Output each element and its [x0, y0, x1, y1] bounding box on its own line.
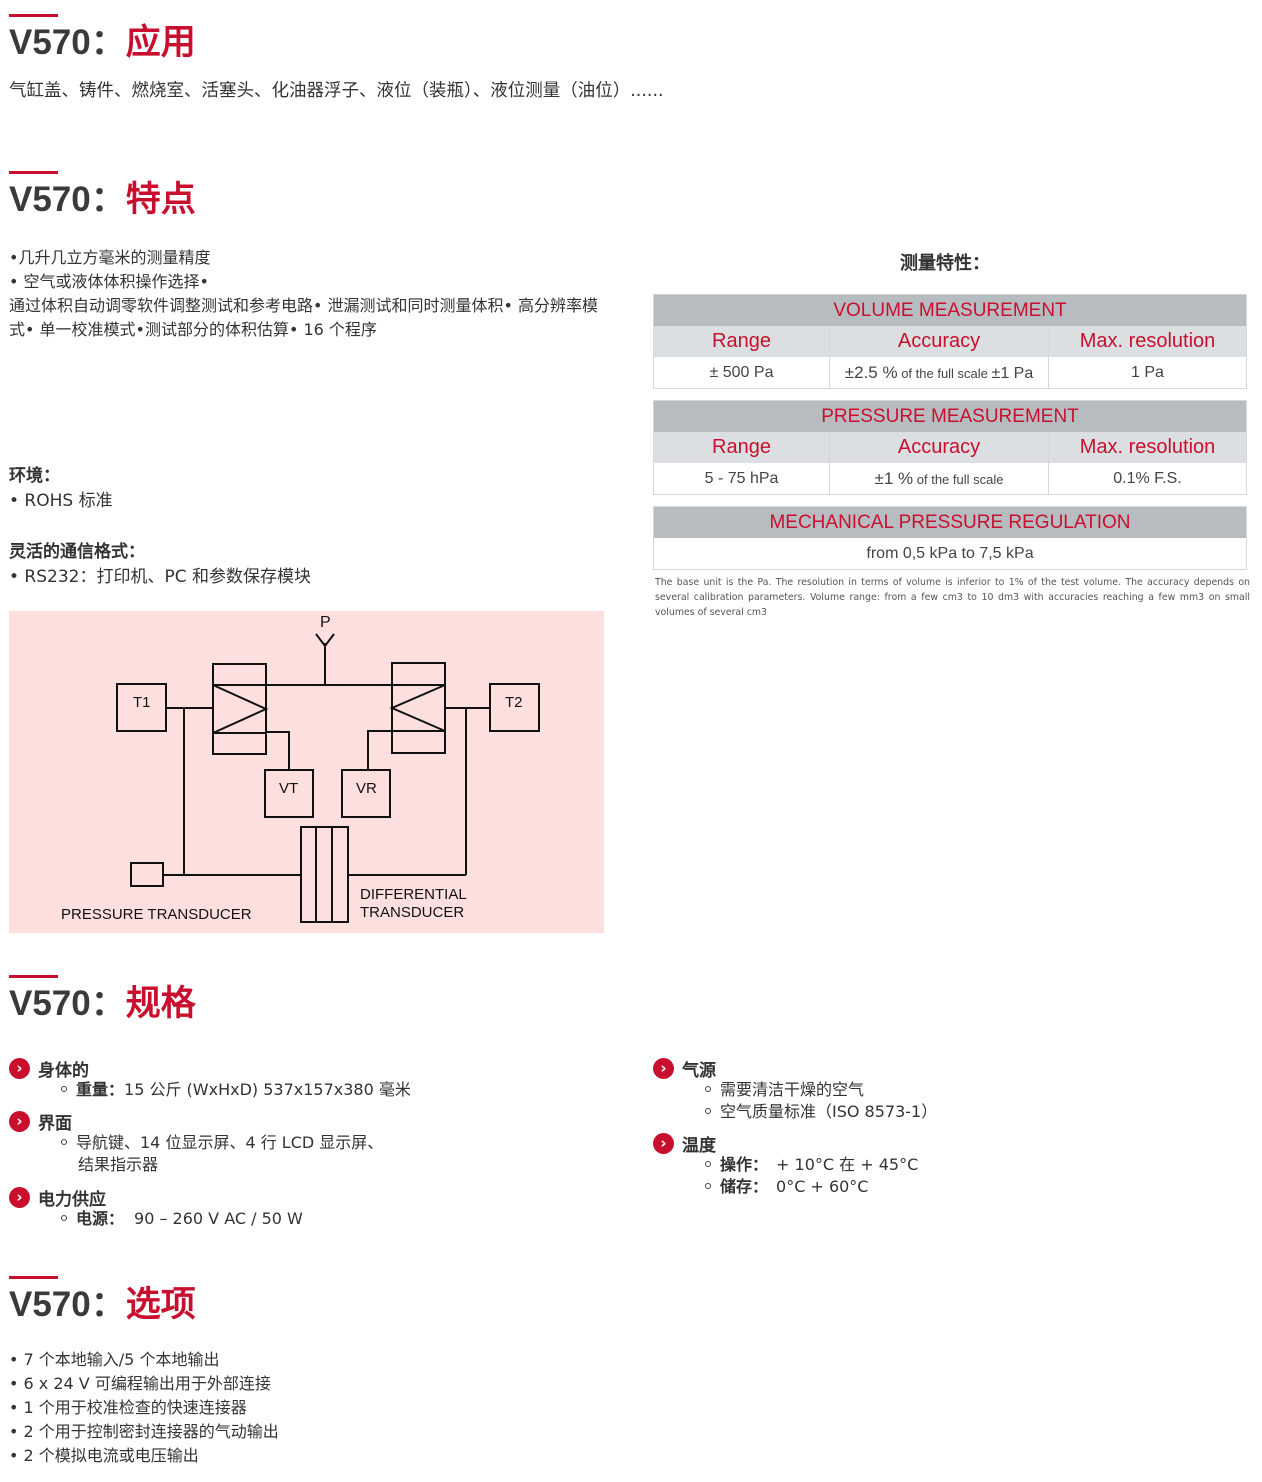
bullet-circle-icon: [705, 1182, 711, 1189]
features-line-1: •几升几立方毫米的测量精度: [9, 248, 211, 267]
column-resolution: Max. resolution: [1079, 436, 1216, 458]
table-header: VOLUME MEASUREMENT: [654, 295, 1246, 326]
bullet-circle-icon: [61, 1138, 67, 1145]
chevron-right-circle-icon: ›: [653, 1133, 674, 1154]
column-range: Range: [654, 326, 830, 357]
column-range: Range: [654, 432, 830, 463]
cell-range: 5 - 75 hPa: [654, 463, 830, 494]
environment-label: 环境：: [9, 466, 60, 486]
option-item: • 1 个用于校准检查的快速连接器: [9, 1398, 247, 1417]
heading-accent-bar: [9, 14, 58, 17]
communication-item: • RS232：打印机、PC 和参数保存模块: [9, 567, 312, 587]
spec-group-body: › 身体的: [9, 1056, 89, 1081]
vr-line: [367, 730, 392, 770]
column-resolution: Max. resolution: [1079, 330, 1216, 352]
spec-item-weight: 重量：15 公斤 (WxHxD) 537x157x380 毫米: [61, 1079, 411, 1101]
cell-resolution: 0.1% F.S.: [1113, 470, 1182, 487]
spec-item-storage-temp: 储存：0°C + 60°C: [705, 1176, 868, 1198]
volume-measurement-table: VOLUME MEASUREMENT Range Accuracy Max. r…: [653, 294, 1247, 389]
transducer-diagram: P T1 T2 VT VR PRESSURE TRANSDUCER DIFFER…: [9, 611, 604, 933]
table-row: from 0,5 kPa to 7,5 kPa: [654, 538, 1246, 569]
pressure-measurement-table: PRESSURE MEASUREMENT Range Accuracy Max.…: [653, 400, 1247, 495]
spec-group-label: 界面: [38, 1114, 72, 1134]
spec-group-label: 身体的: [38, 1061, 89, 1081]
heading-title: V570：特点: [9, 180, 196, 219]
left-valve: [212, 663, 267, 755]
spec-group-label: 气源: [682, 1061, 716, 1081]
option-item: • 6 x 24 V 可编程输出用于外部连接: [9, 1374, 271, 1393]
table-column-headers: Range Accuracy Max. resolution: [654, 326, 1246, 357]
chevron-right-circle-icon: ›: [9, 1187, 30, 1208]
spec-item-power: 电源：90 – 260 V AC / 50 W: [61, 1208, 303, 1230]
spec-item-operation-temp: 操作：+ 10°C 在 + 45°C: [705, 1154, 918, 1176]
bullet-circle-icon: [705, 1160, 711, 1167]
spec-group-label: 电力供应: [38, 1190, 106, 1210]
measurement-title: 测量特性：: [900, 253, 990, 274]
communication-label: 灵活的通信格式：: [9, 542, 145, 562]
spec-group-interface: › 界面: [9, 1109, 72, 1134]
cell-resolution: 1 Pa: [1131, 364, 1164, 381]
chevron-right-circle-icon: ›: [653, 1058, 674, 1079]
table-row: 5 - 75 hPa ±1 % of the full scale 0.1% F…: [654, 463, 1246, 494]
features-paragraph: 通过体积自动调零软件调整测试和参考电路• 泄漏测试和同时测量体积• 高分辨率模式…: [9, 296, 599, 339]
right-valve: [391, 662, 446, 754]
pressure-regulation-table: MECHANICAL PRESSURE REGULATION from 0,5 …: [653, 506, 1247, 570]
label-vr: VR: [356, 780, 377, 797]
spec-item-air-2: 空气质量标准（ISO 8573-1）: [705, 1101, 937, 1123]
environment-item: • ROHS 标准: [9, 491, 113, 511]
spec-group-temperature: › 温度: [653, 1131, 716, 1156]
features-line-2: • 空气或液体体积操作选择•: [9, 272, 209, 291]
table-row: ± 500 Pa ±2.5 % of the full scale ±1 Pa …: [654, 357, 1246, 388]
cell-accuracy: ±2.5 % of the full scale ±1 Pa: [830, 357, 1049, 388]
heading-title: V570：选项: [9, 1285, 196, 1324]
application-text: 气缸盖、铸件、燃烧室、活塞头、化油器浮子、液位（装瓶）、液位测量（油位）....…: [9, 81, 664, 101]
table-header: MECHANICAL PRESSURE REGULATION: [654, 507, 1246, 538]
option-item: • 7 个本地输入/5 个本地输出: [9, 1350, 220, 1369]
column-accuracy: Accuracy: [830, 432, 1049, 463]
cell-accuracy: ±1 % of the full scale: [830, 463, 1049, 494]
label-transducer: TRANSDUCER: [360, 904, 464, 921]
cell-range: ± 500 Pa: [654, 357, 830, 388]
spec-group-air: › 气源: [653, 1056, 716, 1081]
label-differential: DIFFERENTIAL: [360, 886, 467, 903]
spec-item-interface-cont: 结果指示器: [78, 1155, 159, 1174]
spec-item-air-1: 需要清洁干燥的空气: [705, 1079, 864, 1101]
bullet-circle-icon: [61, 1085, 67, 1092]
cell-regulation-range: from 0,5 kPa to 7,5 kPa: [866, 545, 1034, 562]
label-vt: VT: [279, 780, 298, 797]
table-header: PRESSURE MEASUREMENT: [654, 401, 1246, 432]
differential-transducer-box: [300, 826, 349, 923]
inlet-fork: [315, 633, 335, 648]
bullet-circle-icon: [705, 1107, 711, 1114]
spec-group-power: › 电力供应: [9, 1185, 106, 1210]
right-valve-chevron: [389, 684, 446, 732]
heading-title: V570：应用: [9, 23, 196, 62]
label-t2: T2: [505, 694, 523, 711]
chevron-right-circle-icon: ›: [9, 1111, 30, 1132]
heading-accent-bar: [9, 975, 58, 978]
label-t1: T1: [133, 694, 151, 711]
heading-accent-bar: [9, 1276, 58, 1279]
vt-line: [266, 731, 290, 770]
label-pressure-transducer: PRESSURE TRANSDUCER: [61, 906, 252, 923]
option-item: • 2 个模拟电流或电压输出: [9, 1446, 199, 1465]
transducer-diagram-drawing: P T1 T2 VT VR PRESSURE TRANSDUCER DIFFER…: [61, 614, 540, 923]
chevron-right-circle-icon: ›: [9, 1058, 30, 1079]
table-column-headers: Range Accuracy Max. resolution: [654, 432, 1246, 463]
pressure-transducer-box: [130, 862, 164, 887]
bullet-circle-icon: [61, 1214, 67, 1221]
spec-group-label: 温度: [682, 1136, 716, 1156]
spec-item-interface: 导航键、14 位显示屏、4 行 LCD 显示屏、: [61, 1132, 383, 1154]
left-valve-chevron: [212, 684, 269, 734]
vr-box: [341, 769, 391, 818]
option-item: • 2 个用于控制密封连接器的气动输出: [9, 1422, 279, 1441]
measurement-footnote: The base unit is the Pa. The resolution …: [655, 577, 1250, 618]
bullet-circle-icon: [705, 1085, 711, 1092]
column-accuracy: Accuracy: [830, 326, 1049, 357]
label-p: P: [320, 614, 331, 631]
heading-title: V570：规格: [9, 984, 196, 1023]
heading-accent-bar: [9, 171, 58, 174]
